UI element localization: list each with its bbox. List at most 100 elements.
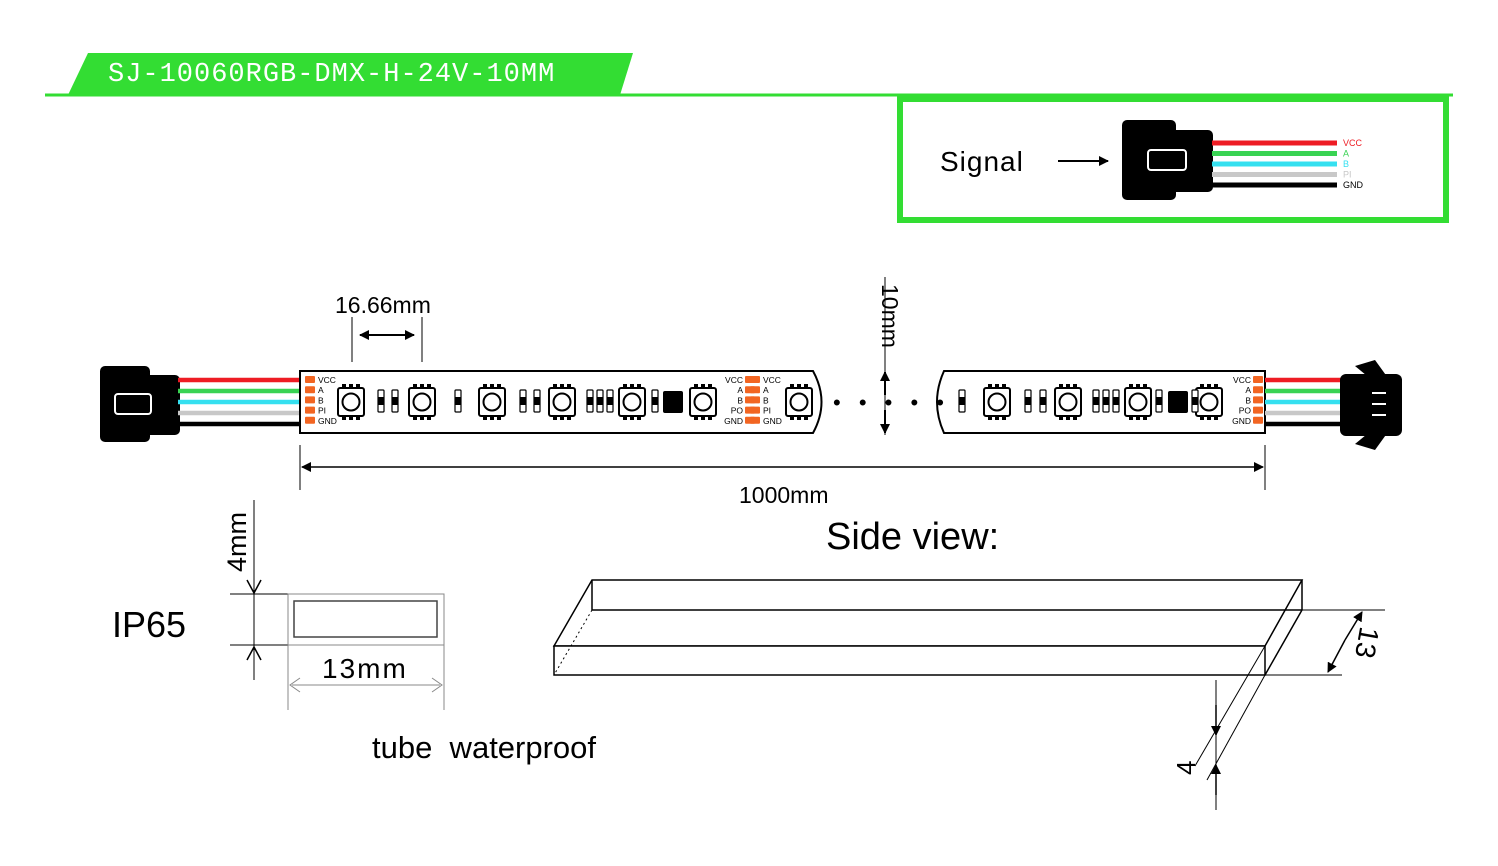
led-pin (1059, 384, 1063, 388)
led-pin (637, 416, 641, 420)
led-pin (1066, 384, 1070, 388)
led-pin (708, 384, 712, 388)
led-pin (483, 384, 487, 388)
led-pin (1214, 384, 1218, 388)
led-pin (1066, 416, 1070, 420)
signal-wire-label: GND (1343, 180, 1364, 190)
cut-dots: • • • • • (833, 390, 950, 415)
pad-label: VCC (763, 375, 781, 385)
led-pin (630, 384, 634, 388)
left-wires (178, 377, 300, 427)
led-pin (567, 416, 571, 420)
tube-label: tube waterproof (372, 730, 597, 765)
led-pin (995, 384, 999, 388)
led-pin (349, 384, 353, 388)
solder-pad (1253, 416, 1263, 424)
cross-width-label: 13mm (322, 653, 408, 684)
led-pin (790, 416, 794, 420)
solder-pad (305, 386, 315, 394)
signal-wire-label: A (1343, 149, 1349, 159)
led-pin (1143, 384, 1147, 388)
right-connector-icon (1340, 360, 1402, 450)
led-pin (623, 416, 627, 420)
pad-label: PI (318, 406, 326, 416)
solder-pad (750, 386, 760, 394)
pad-label: PI (763, 406, 771, 416)
pad-label: GND (724, 416, 743, 426)
signal-wire-label: VCC (1343, 138, 1363, 148)
pitch-label: 16.66mm (335, 292, 431, 318)
pad-label: A (318, 385, 324, 395)
resistor-band (587, 397, 593, 405)
signal-label: Signal (940, 146, 1024, 177)
pad-label: VCC (725, 375, 743, 385)
led-pin (623, 384, 627, 388)
side-view-drawing (552, 579, 1385, 810)
resistor-band (392, 397, 398, 405)
header-banner (45, 53, 1453, 97)
led-pin (1136, 384, 1140, 388)
led-pin (1207, 416, 1211, 420)
signal-wire-label: PI (1343, 170, 1352, 180)
resistor-band (1093, 397, 1099, 405)
led-pin (349, 416, 353, 420)
led-pin (790, 384, 794, 388)
led-pin (490, 384, 494, 388)
led-pin (988, 384, 992, 388)
resistor-band (1113, 397, 1119, 405)
side-view-title: Side view: (826, 516, 1000, 558)
pad-label: B (763, 395, 769, 405)
resistor-band (378, 397, 384, 405)
solder-pad (1253, 376, 1263, 383)
led-pin (1200, 416, 1204, 420)
led-lens (987, 392, 1007, 412)
side-height-label: 4 (1171, 760, 1201, 775)
led-pin (420, 384, 424, 388)
pad-label: GND (1232, 416, 1251, 426)
resistor-band (1025, 397, 1031, 405)
led-lens (622, 392, 642, 412)
pad-label: VCC (318, 375, 336, 385)
led-lens (552, 392, 572, 412)
led-pin (694, 384, 698, 388)
pad-label: B (1245, 395, 1251, 405)
pitch-dimension (351, 317, 423, 362)
led-pin (413, 416, 417, 420)
ic-chip (1168, 391, 1188, 413)
resistor-band (520, 397, 526, 405)
pad-label: PO (1239, 406, 1252, 416)
solder-pad (1253, 386, 1263, 394)
led-pin (1059, 416, 1063, 420)
pad-label: GND (763, 416, 782, 426)
resistor-band (607, 397, 613, 405)
led-pin (1214, 416, 1218, 420)
led-lens (412, 392, 432, 412)
pad-label: B (318, 395, 324, 405)
led-pin (1129, 416, 1133, 420)
led-pin (567, 384, 571, 388)
led-pin (553, 416, 557, 420)
solder-pad (750, 396, 760, 404)
led-pin (427, 384, 431, 388)
led-pin (427, 416, 431, 420)
solder-pad (750, 416, 760, 424)
pad-label: VCC (1233, 375, 1251, 385)
led-pin (1073, 416, 1077, 420)
resistor-band (1156, 397, 1162, 405)
strip-segment-2 (936, 370, 1266, 434)
led-pin (1002, 416, 1006, 420)
pad-label: A (1245, 385, 1251, 395)
led-pin (497, 416, 501, 420)
led-pin (490, 416, 494, 420)
led-lens (789, 392, 809, 412)
solder-pad (750, 376, 760, 383)
led-pin (483, 416, 487, 420)
led-pin (413, 384, 417, 388)
led-pin (804, 416, 808, 420)
resistor-band (652, 397, 658, 405)
led-pin (1136, 416, 1140, 420)
left-connector-icon (100, 366, 180, 442)
pad-label: A (763, 385, 769, 395)
